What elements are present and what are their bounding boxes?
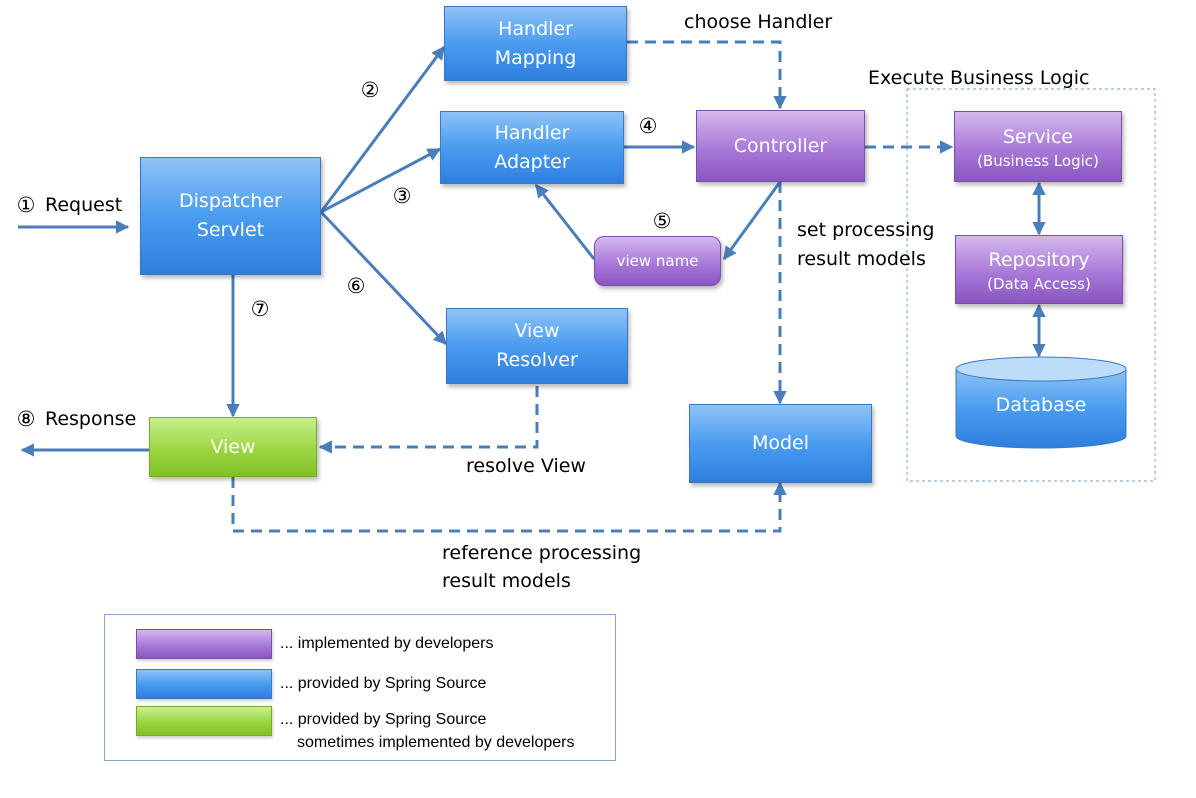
step5-number: ⑤ xyxy=(652,209,672,233)
resolve-view-arrow xyxy=(318,386,539,454)
view-resolver-line2: Resolver xyxy=(496,349,578,371)
set-processing-label-2: result models xyxy=(797,248,926,270)
choose-handler-label: choose Handler xyxy=(684,11,833,33)
repository-node: Repository (Data Access) xyxy=(955,235,1123,304)
view-label: View xyxy=(210,435,256,458)
database-cylinder-icon xyxy=(955,356,1127,449)
service-node: Service (Business Logic) xyxy=(954,111,1122,182)
reference-processing-label-1: reference processing xyxy=(442,542,642,564)
controller-to-viewname-arrow xyxy=(722,181,782,261)
step3-arrow xyxy=(320,147,442,214)
legend-swatch-developers xyxy=(136,629,272,659)
view-node: View xyxy=(149,417,317,477)
request-label: Request xyxy=(45,194,123,216)
view-resolver-line1: View xyxy=(514,320,560,342)
step6-arrow xyxy=(319,210,448,346)
legend: ... implemented by developers ... provid… xyxy=(104,614,616,761)
reference-model-arrow xyxy=(231,477,787,533)
database-label: Database xyxy=(995,394,1087,416)
viewname-to-adapter-arrow xyxy=(534,183,596,260)
model-node: Model xyxy=(689,404,872,483)
legend-swatch-spring-sometimes xyxy=(136,706,272,736)
legend-text-developers: ... implemented by developers xyxy=(280,635,494,652)
legend-text-spring: ... provided by Spring Source xyxy=(280,675,487,692)
database-node: Database xyxy=(955,356,1127,450)
controller-node: Controller xyxy=(696,110,865,182)
handler-mapping-node: Handler Mapping xyxy=(444,6,627,81)
step2-number: ② xyxy=(360,78,380,102)
handler-adapter-line1: Handler xyxy=(494,121,570,144)
repository-subtitle: (Data Access) xyxy=(987,275,1091,293)
service-title: Service xyxy=(1002,126,1074,148)
repository-title: Repository xyxy=(988,249,1090,271)
handler-adapter-node: Handler Adapter xyxy=(440,111,624,184)
view-resolver-node: View Resolver xyxy=(446,308,628,384)
step7-number: ⑦ xyxy=(250,297,270,321)
legend-text-spring-sometimes-2: sometimes implemented by developers xyxy=(297,734,575,751)
view-name-label: view name xyxy=(616,251,699,270)
legend-text-spring-sometimes: ... provided by Spring Source xyxy=(280,711,487,728)
resolve-view-label: resolve View xyxy=(466,455,586,477)
choose-handler-arrow xyxy=(627,40,787,110)
handler-mapping-line1: Handler xyxy=(498,17,573,40)
step8-number: ⑧ xyxy=(16,407,36,431)
controller-label: Controller xyxy=(733,134,828,157)
step4-number: ④ xyxy=(638,114,658,138)
dispatcher-servlet-line1: Dispatcher xyxy=(179,190,282,212)
response-label: Response xyxy=(45,408,137,430)
step3-number: ③ xyxy=(392,184,412,208)
set-processing-label-1: set processing xyxy=(797,219,935,241)
dispatcher-servlet-node: Dispatcher Servlet xyxy=(140,157,321,275)
step1-number: ① xyxy=(16,193,36,217)
reference-processing-label-2: result models xyxy=(442,570,571,592)
step2-arrow xyxy=(319,45,446,213)
handler-adapter-line2: Adapter xyxy=(494,150,570,173)
step6-number: ⑥ xyxy=(346,274,366,298)
view-name-node: view name xyxy=(594,236,721,286)
service-subtitle: (Business Logic) xyxy=(977,152,1099,170)
model-label: Model xyxy=(751,432,810,454)
legend-swatch-spring xyxy=(136,669,272,699)
execute-business-logic-label: Execute Business Logic xyxy=(868,67,1090,89)
business-logic-region xyxy=(906,88,1156,482)
dispatcher-servlet-line2: Servlet xyxy=(196,219,265,241)
handler-mapping-line2: Mapping xyxy=(494,46,577,69)
